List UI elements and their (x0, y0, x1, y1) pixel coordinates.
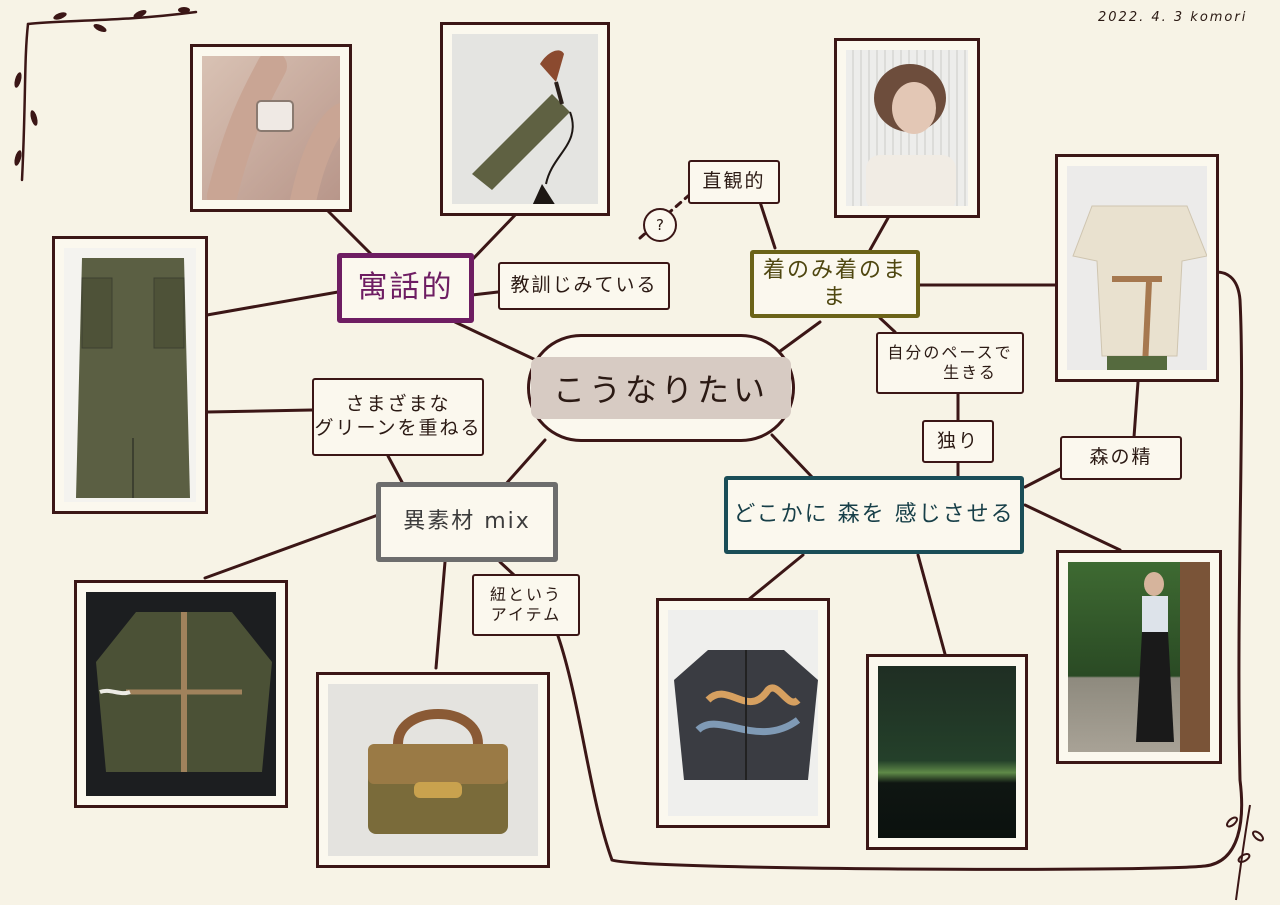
line-kinomi-jibun (878, 316, 897, 334)
node-samazama-line1: さまざまな (345, 393, 451, 416)
question-bubble: ? (643, 208, 677, 242)
node-guwateki: 寓話的 (337, 253, 474, 323)
line-isozai-bag (434, 560, 447, 670)
portrait-photo (834, 38, 980, 218)
jacket-photo (74, 580, 288, 808)
portrait-illustration (866, 64, 956, 206)
line-dokoka-model (1023, 503, 1122, 552)
line-ring-guwa (320, 203, 374, 257)
line-skirt-samazama (205, 408, 314, 414)
node-chokkan: 直観的 (688, 160, 780, 204)
sweater-illustration (674, 650, 818, 780)
handbag-illustration (368, 709, 508, 834)
sweater-photo (656, 598, 830, 828)
line-dokoka-forest (916, 553, 947, 656)
node-dokoka: どこかに 森を 感じさせる (724, 476, 1024, 554)
vine-bottom-right (1226, 804, 1264, 901)
wrap-top-illustration (1072, 205, 1207, 370)
forest-pond-photo (866, 654, 1028, 850)
line-isozai-himo (498, 560, 516, 577)
node-samazama-line2: グリーンを重ねる (314, 417, 482, 439)
line-guwa-kyokun (470, 290, 500, 297)
vine-leaves (14, 7, 190, 166)
line-samazama-isozai (386, 454, 405, 486)
line-skirt-guwa (205, 290, 340, 317)
model-illustration (1136, 562, 1210, 752)
line-chokkan-kinomi (758, 200, 777, 250)
jacket-illustration (96, 612, 272, 772)
line-long-loop (556, 270, 1244, 871)
node-kinomi: 着のみ着のまま (750, 250, 920, 318)
line-portrait-kinomi (868, 216, 890, 252)
node-samazama: さまざまな グリーンを重ねる (312, 378, 484, 456)
node-morinosei: 森の精 (1060, 436, 1182, 480)
node-himo-line2: アイテム (490, 605, 562, 624)
node-isozai: 異素材 mix (376, 482, 558, 562)
node-hitori: 独り (922, 420, 994, 463)
node-himo-line1: 紐という (489, 585, 562, 604)
umbrella-illustration (472, 50, 574, 204)
cardigan-wrap-photo (1055, 154, 1219, 382)
ring-photo (190, 44, 352, 212)
line-center-guwa (453, 320, 542, 364)
node-himo: 紐という アイテム (472, 574, 580, 636)
line-dokoka-sweater (746, 553, 805, 602)
model-forest-photo (1056, 550, 1222, 764)
line-center-dokoka (770, 433, 814, 479)
center-node: こうなりたい (527, 334, 795, 442)
line-center-isozai (503, 438, 547, 487)
node-kyokun: 教訓じみている (498, 262, 670, 310)
vine-top-left (26, 10, 198, 26)
date-signature: 2022. 4. 3 komori (1098, 10, 1248, 25)
umbrella-photo (440, 22, 610, 216)
node-jibun: 自分のペースで 生きる (876, 332, 1024, 394)
vine-left-down (20, 22, 30, 182)
ring-illustration (207, 56, 340, 200)
center-label: こうなりたい (530, 357, 791, 419)
node-jibun-line2: 生きる (943, 363, 997, 382)
line-wrap-morinosei (1132, 380, 1140, 439)
skirt-illustration (76, 258, 190, 498)
line-umbrella-guwa (468, 210, 520, 264)
handbag-photo (316, 672, 550, 868)
node-jibun-line1: 自分のペースで (887, 343, 1013, 362)
line-morinosei-dokoka (1023, 466, 1064, 489)
skirt-photo (52, 236, 208, 514)
line-isozai-jacket (203, 513, 380, 580)
